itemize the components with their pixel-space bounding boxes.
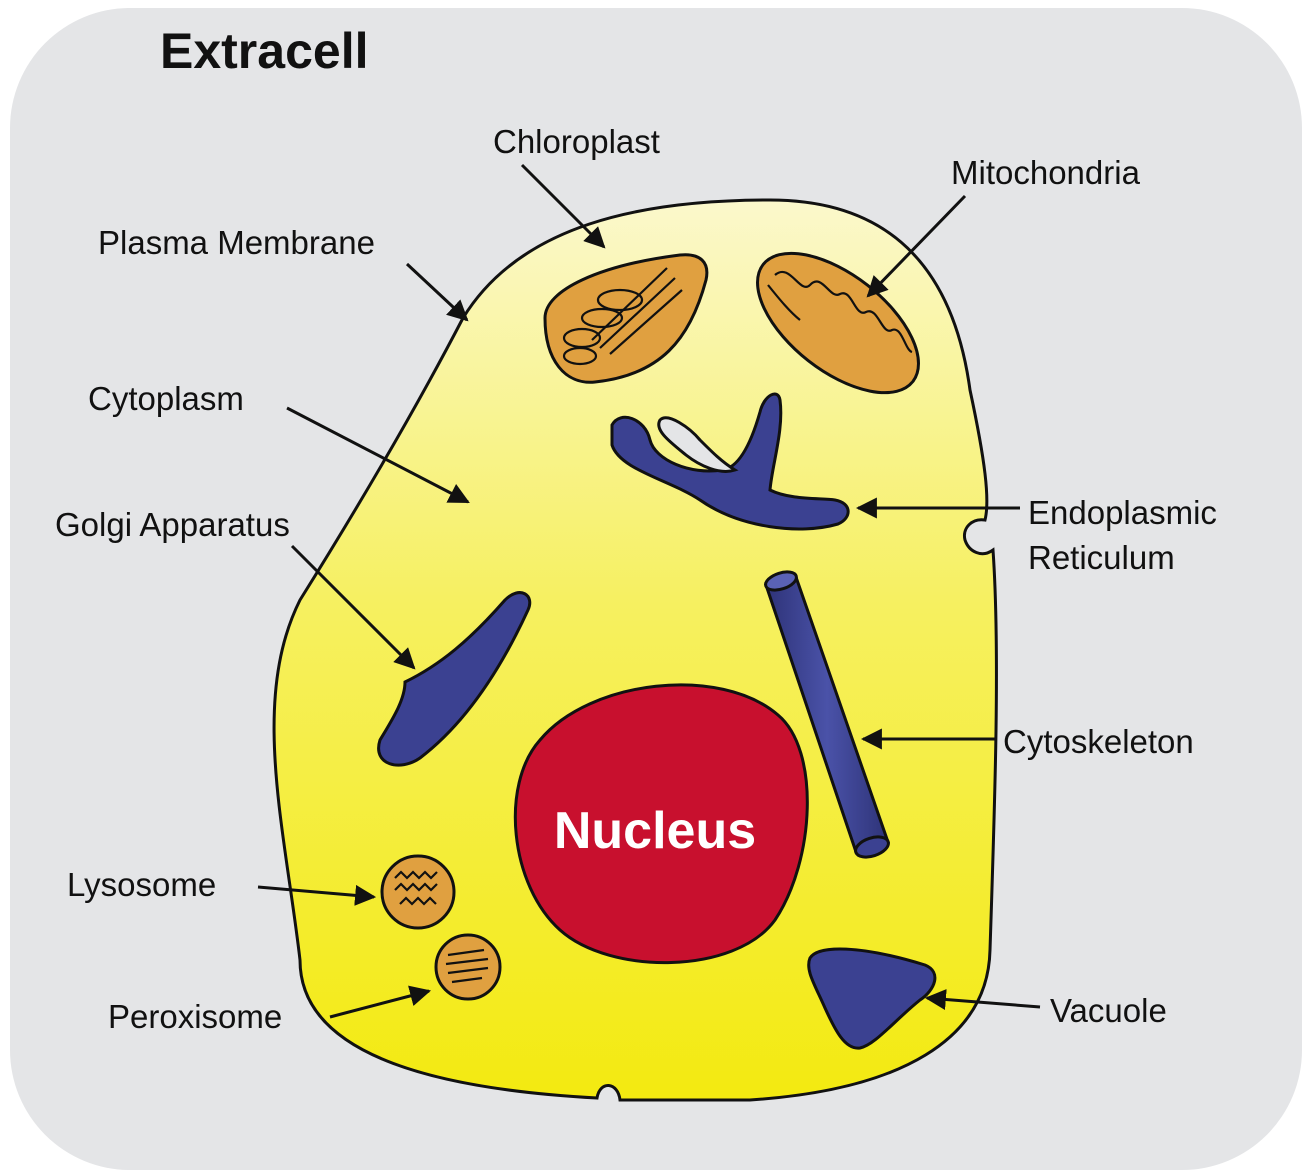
nucleus: Nucleus (515, 685, 807, 963)
label-cytoplasm: Cytoplasm (88, 380, 244, 417)
label-mitochondria: Mitochondria (951, 154, 1141, 191)
label-golgi-apparatus: Golgi Apparatus (55, 506, 290, 543)
label-chloroplast: Chloroplast (493, 123, 660, 160)
label-peroxisome: Peroxisome (108, 998, 282, 1035)
label-lysosome: Lysosome (67, 866, 216, 903)
peroxisome (436, 935, 500, 999)
nucleus-label: Nucleus (554, 802, 756, 860)
label-er-line2: Reticulum (1028, 539, 1175, 576)
diagram-title: Extracell (160, 23, 368, 79)
label-er-line1: Endoplasmic (1028, 494, 1217, 531)
lysosome (382, 856, 454, 928)
label-cytoskeleton: Cytoskeleton (1003, 723, 1194, 760)
label-vacuole: Vacuole (1050, 992, 1167, 1029)
label-plasma-membrane: Plasma Membrane (98, 224, 375, 261)
